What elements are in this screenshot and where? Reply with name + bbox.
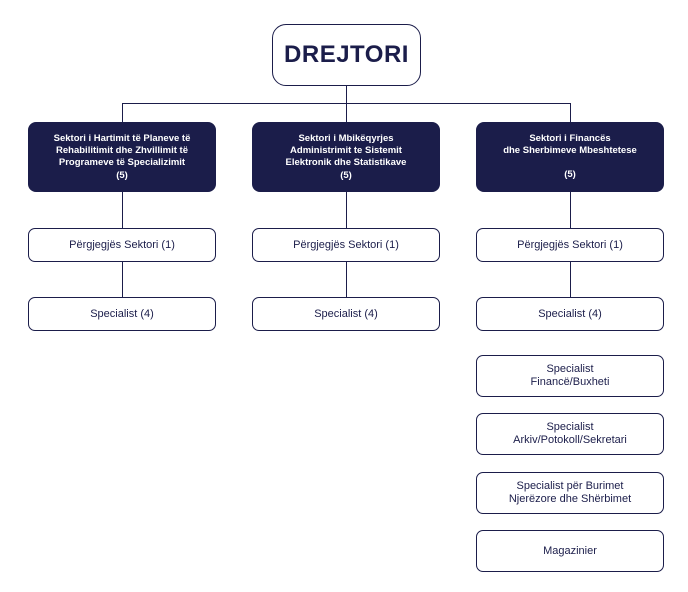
sector-3-role-archive-label: Specialist Arkiv/Potokoll/Sekretari: [513, 421, 627, 446]
connector-sector-1: [122, 103, 123, 122]
sector-3-role-hr: Specialist për Burimet Njerëzore dhe Shë…: [476, 472, 664, 514]
sector-3-role-finance: Specialist Financë/Buxheti: [476, 355, 664, 397]
connector-col2-b: [346, 262, 347, 297]
root-node-drejtori: DREJTORI: [272, 24, 421, 86]
sector-3-role-specialist-label: Specialist (4): [538, 307, 602, 320]
sector-1-count: (5): [116, 169, 128, 181]
sector-1-role-head: Përgjegjës Sektori (1): [28, 228, 216, 262]
connector-root-down: [346, 86, 347, 104]
sector-3-title: Sektori i Financës dhe Sherbimeve Mbesht…: [503, 133, 637, 156]
sector-3-role-head: Përgjegjës Sektori (1): [476, 228, 664, 262]
root-title: DREJTORI: [284, 41, 409, 68]
sector-2-title: Sektori i Mbikëqyrjes Administrimit te S…: [285, 132, 407, 168]
sector-3-role-storekeeper: Magazinier: [476, 530, 664, 572]
sector-3-role-archive: Specialist Arkiv/Potokoll/Sekretari: [476, 413, 664, 455]
sector-2-count: (5): [340, 169, 352, 181]
sector-node-2: Sektori i Mbikëqyrjes Administrimit te S…: [252, 122, 440, 192]
sector-1-role-specialist-label: Specialist (4): [90, 307, 154, 320]
sector-2-role-head-label: Përgjegjës Sektori (1): [293, 238, 399, 251]
sector-3-role-head-label: Përgjegjës Sektori (1): [517, 238, 623, 251]
sector-2-role-head: Përgjegjës Sektori (1): [252, 228, 440, 262]
sector-3-role-specialist: Specialist (4): [476, 297, 664, 331]
sector-2-role-specialist-label: Specialist (4): [314, 307, 378, 320]
sector-2-role-specialist: Specialist (4): [252, 297, 440, 331]
connector-col1-a: [122, 192, 123, 228]
sector-1-role-specialist: Specialist (4): [28, 297, 216, 331]
sector-node-1: Sektori i Hartimit të Planeve të Rehabil…: [28, 122, 216, 192]
sector-1-title: Sektori i Hartimit të Planeve të Rehabil…: [53, 132, 191, 168]
sector-3-count: (5): [564, 169, 576, 180]
connector-col1-b: [122, 262, 123, 297]
sector-3-role-finance-label: Specialist Financë/Buxheti: [530, 363, 610, 388]
sector-node-3: Sektori i Financës dhe Sherbimeve Mbesht…: [476, 122, 664, 192]
connector-col3-a: [570, 192, 571, 228]
connector-sector-2: [346, 103, 347, 122]
sector-1-role-head-label: Përgjegjës Sektori (1): [69, 238, 175, 251]
sector-3-role-hr-label: Specialist për Burimet Njerëzore dhe Shë…: [508, 480, 632, 505]
connector-col2-a: [346, 192, 347, 228]
connector-col3-b: [570, 262, 571, 297]
connector-sector-3: [570, 103, 571, 122]
sector-3-role-storekeeper-label: Magazinier: [543, 544, 597, 557]
